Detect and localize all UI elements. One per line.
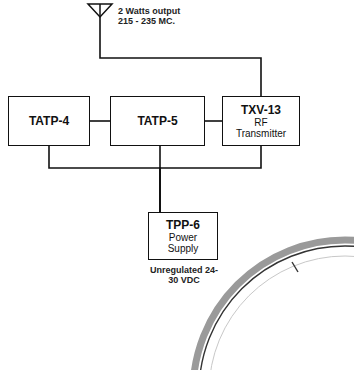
antenna-mast bbox=[99, 4, 101, 17]
process-box: TATP-4 bbox=[8, 96, 90, 146]
box-title: TATP-4 bbox=[29, 114, 69, 128]
dial-tick bbox=[292, 262, 298, 272]
signal-line bbox=[160, 146, 261, 212]
process-box: TPP-6Power Supply bbox=[148, 212, 218, 260]
box-title: TPP-6 bbox=[166, 218, 200, 232]
box-title: TXV-13 bbox=[241, 103, 281, 117]
signal-line bbox=[205, 120, 222, 122]
box-title: TATP-5 bbox=[137, 114, 177, 128]
process-box: TXV-13RF Transmitter bbox=[222, 96, 300, 146]
antenna-feed bbox=[100, 17, 261, 96]
process-box: TATP-5 bbox=[110, 96, 205, 146]
box-subtitle: RF Transmitter bbox=[235, 117, 287, 139]
antenna-symbol bbox=[88, 4, 112, 17]
box-content: TATP-5 bbox=[137, 114, 177, 128]
signal-line bbox=[90, 120, 110, 122]
box-content: TPP-6Power Supply bbox=[157, 218, 209, 254]
box-subtitle: Power Supply bbox=[157, 232, 209, 254]
spec-label: 2 Watts output 215 - 235 MC. bbox=[118, 6, 192, 26]
box-content: TATP-4 bbox=[29, 114, 69, 128]
dial-edge bbox=[199, 246, 354, 370]
signal-line bbox=[49, 146, 160, 212]
dial-inner bbox=[209, 256, 354, 370]
spec-label: Unregulated 24-30 VDC bbox=[149, 265, 219, 285]
box-content: TXV-13RF Transmitter bbox=[235, 103, 287, 139]
